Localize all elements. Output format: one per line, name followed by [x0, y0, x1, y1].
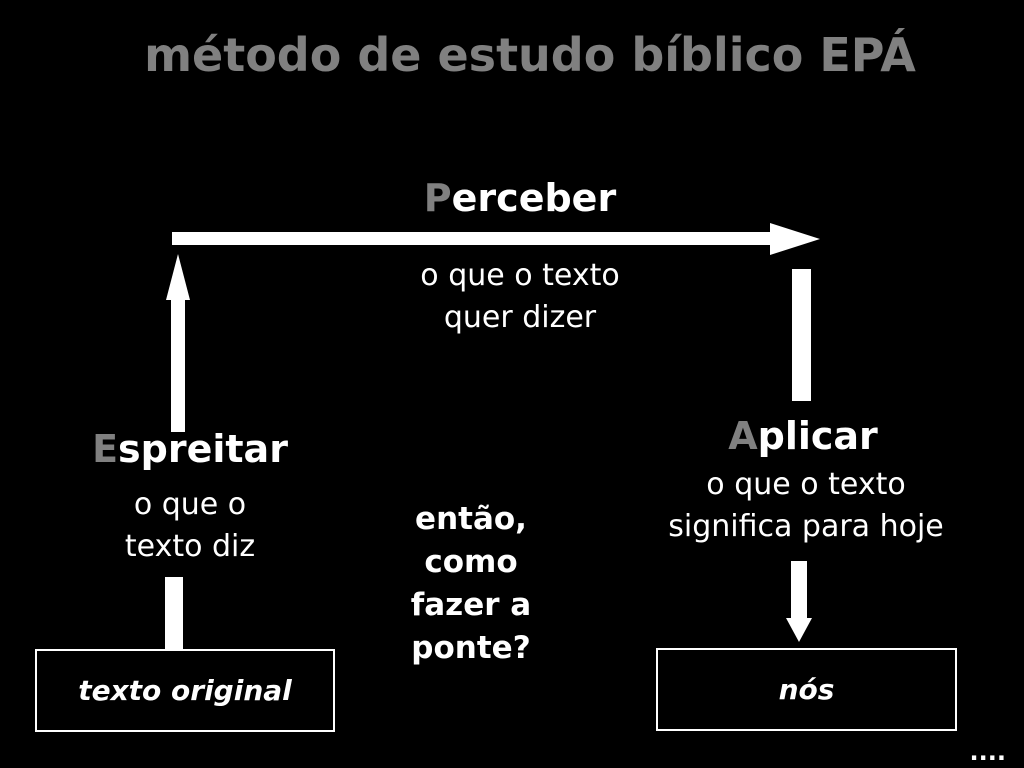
question-line: como	[424, 544, 518, 580]
question-line: ponte?	[411, 630, 531, 666]
right-connector-bar	[792, 269, 811, 401]
heading-initial: A	[728, 414, 758, 458]
page-title: método de estudo bíblico EPÁ	[144, 28, 916, 82]
description-aplicar: o que o texto significa para hoje	[630, 464, 982, 548]
heading-rest: spreitar	[118, 427, 288, 471]
box-texto-original: texto original	[35, 649, 335, 732]
up-arrow-shaft	[171, 296, 185, 432]
description-line: o que o	[133, 487, 247, 522]
down-arrow-head	[786, 618, 812, 642]
box-nos: nós	[656, 648, 957, 731]
description-line: o que o texto	[706, 467, 906, 502]
down-arrow-shaft	[791, 561, 807, 623]
description-espreitar: o que o texto diz	[60, 484, 320, 568]
heading-aplicar: Aplicar	[673, 414, 933, 458]
description-line: significa para hoje	[668, 509, 944, 544]
box-label: texto original	[78, 674, 292, 707]
right-arrow-head	[770, 223, 820, 255]
heading-rest: erceber	[451, 176, 617, 220]
heading-initial: E	[92, 427, 119, 471]
box-label: nós	[778, 673, 835, 706]
heading-initial: P	[423, 176, 452, 220]
description-line: texto diz	[124, 529, 256, 564]
description-perceber: o que o texto quer dizer	[370, 255, 670, 339]
heading-perceber: Perceber	[390, 176, 650, 220]
description-line: quer dizer	[443, 300, 597, 335]
heading-espreitar: Espreitar	[60, 427, 320, 471]
continuation-ellipsis: ....	[969, 738, 1006, 766]
description-line: o que o texto	[420, 258, 620, 293]
question-line: fazer a	[410, 587, 532, 623]
question-line: então,	[415, 501, 527, 537]
bridge-question: então, como fazer a ponte?	[371, 498, 571, 670]
up-arrow-head	[166, 254, 190, 300]
connector-stub	[165, 577, 183, 651]
right-arrow-shaft	[172, 232, 778, 245]
heading-rest: plicar	[757, 414, 878, 458]
